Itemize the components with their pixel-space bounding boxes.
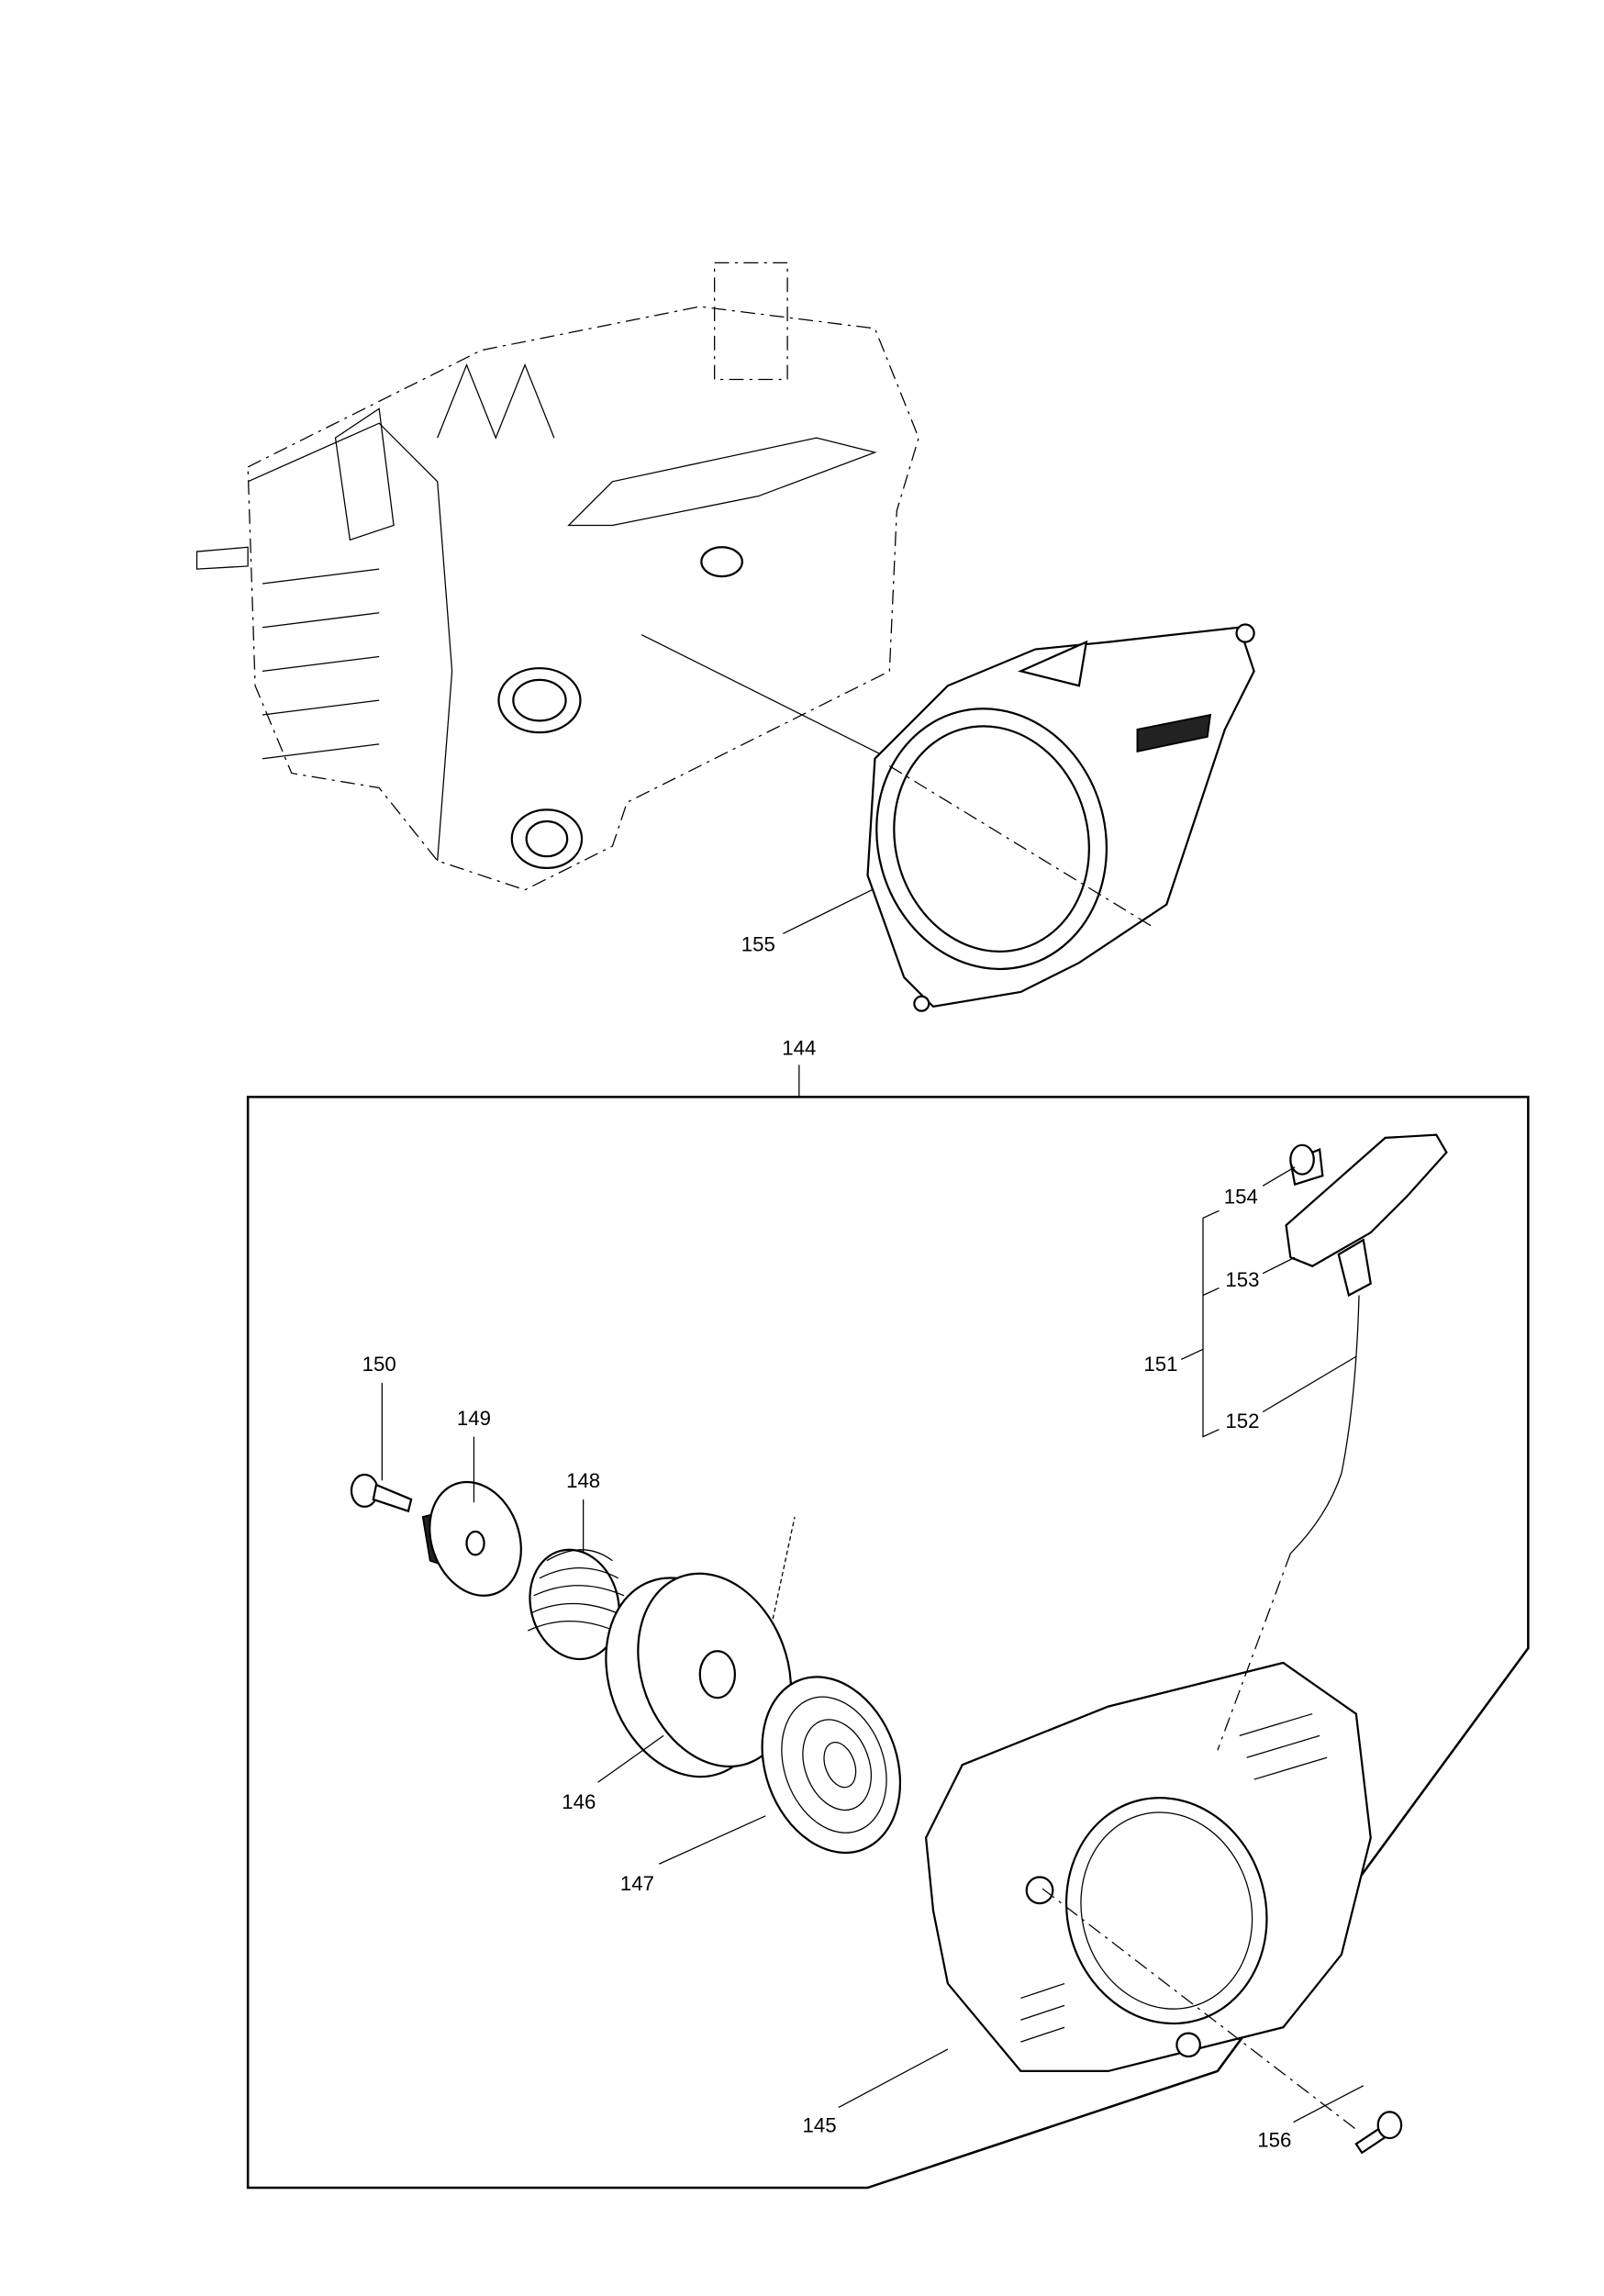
label-151: 151 [1143, 1353, 1177, 1376]
label-147: 147 [620, 1872, 654, 1895]
rope-path [1217, 1553, 1291, 1751]
part-148-spring [527, 1548, 625, 1661]
assembly-line [640, 634, 890, 760]
center-axis [889, 765, 1153, 928]
bracket-151 [1180, 1209, 1220, 1438]
label-150: 150 [362, 1353, 396, 1376]
part-153-handle [1285, 1133, 1448, 1298]
label-156: 156 [1257, 2129, 1291, 2152]
part-149-ratchet [421, 1480, 522, 1597]
label-153: 153 [1225, 1268, 1259, 1291]
crankcase-housing [195, 262, 919, 891]
part-146-pulley [605, 1516, 796, 1778]
label-152: 152 [1225, 1410, 1259, 1432]
leader-153 [1262, 1256, 1296, 1275]
part-150-screw [350, 1473, 413, 1513]
part-145-starter-housing [924, 1661, 1372, 2073]
label-144: 144 [782, 1036, 816, 1059]
part-147-recoil-spring [761, 1676, 902, 1855]
leader-147 [659, 1815, 766, 1865]
part-155-fan-cover [866, 623, 1255, 1012]
part-154-clip [1289, 1143, 1324, 1187]
label-155: 155 [741, 932, 775, 955]
leader-145 [838, 2048, 949, 2109]
leader-146 [597, 1734, 664, 1783]
leader-155 [783, 889, 873, 934]
label-146: 146 [562, 1790, 596, 1813]
leader-152 [1262, 1355, 1357, 1413]
assembly-frame-144 [246, 1096, 1530, 2190]
label-154: 154 [1224, 1185, 1258, 1208]
part-156-screw [1354, 2111, 1403, 2155]
screw-axis [1041, 1888, 1357, 2130]
part-152-rope [1289, 1295, 1360, 1555]
label-145: 145 [803, 2114, 837, 2137]
label-149: 149 [457, 1407, 491, 1430]
leader-156 [1293, 2085, 1365, 2123]
leader-154 [1262, 1166, 1296, 1187]
label-148: 148 [566, 1469, 600, 1492]
